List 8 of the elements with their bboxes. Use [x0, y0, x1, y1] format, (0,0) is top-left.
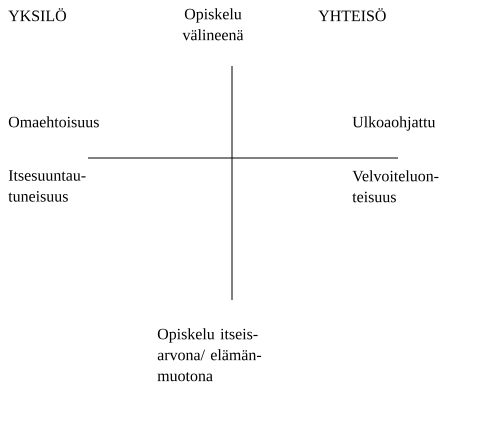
quadrant-label: Ulkoaohjattu — [352, 116, 436, 131]
axis-label: Opiskelu välineenä — [182, 8, 244, 40]
axis-label: YKSILÖ — [8, 8, 66, 22]
quadrant-label: Itsesuuntau- tuneisuus — [8, 170, 86, 202]
quadrant-label: Omaehtoisuus — [8, 116, 99, 128]
axis-label: Opiskelu itseis- arvona/ elämän- muotona — [158, 328, 262, 382]
quadrant-label: Velvoiteluon- teisuus — [352, 170, 438, 202]
axis-label: YHTEISÖ — [318, 8, 386, 22]
